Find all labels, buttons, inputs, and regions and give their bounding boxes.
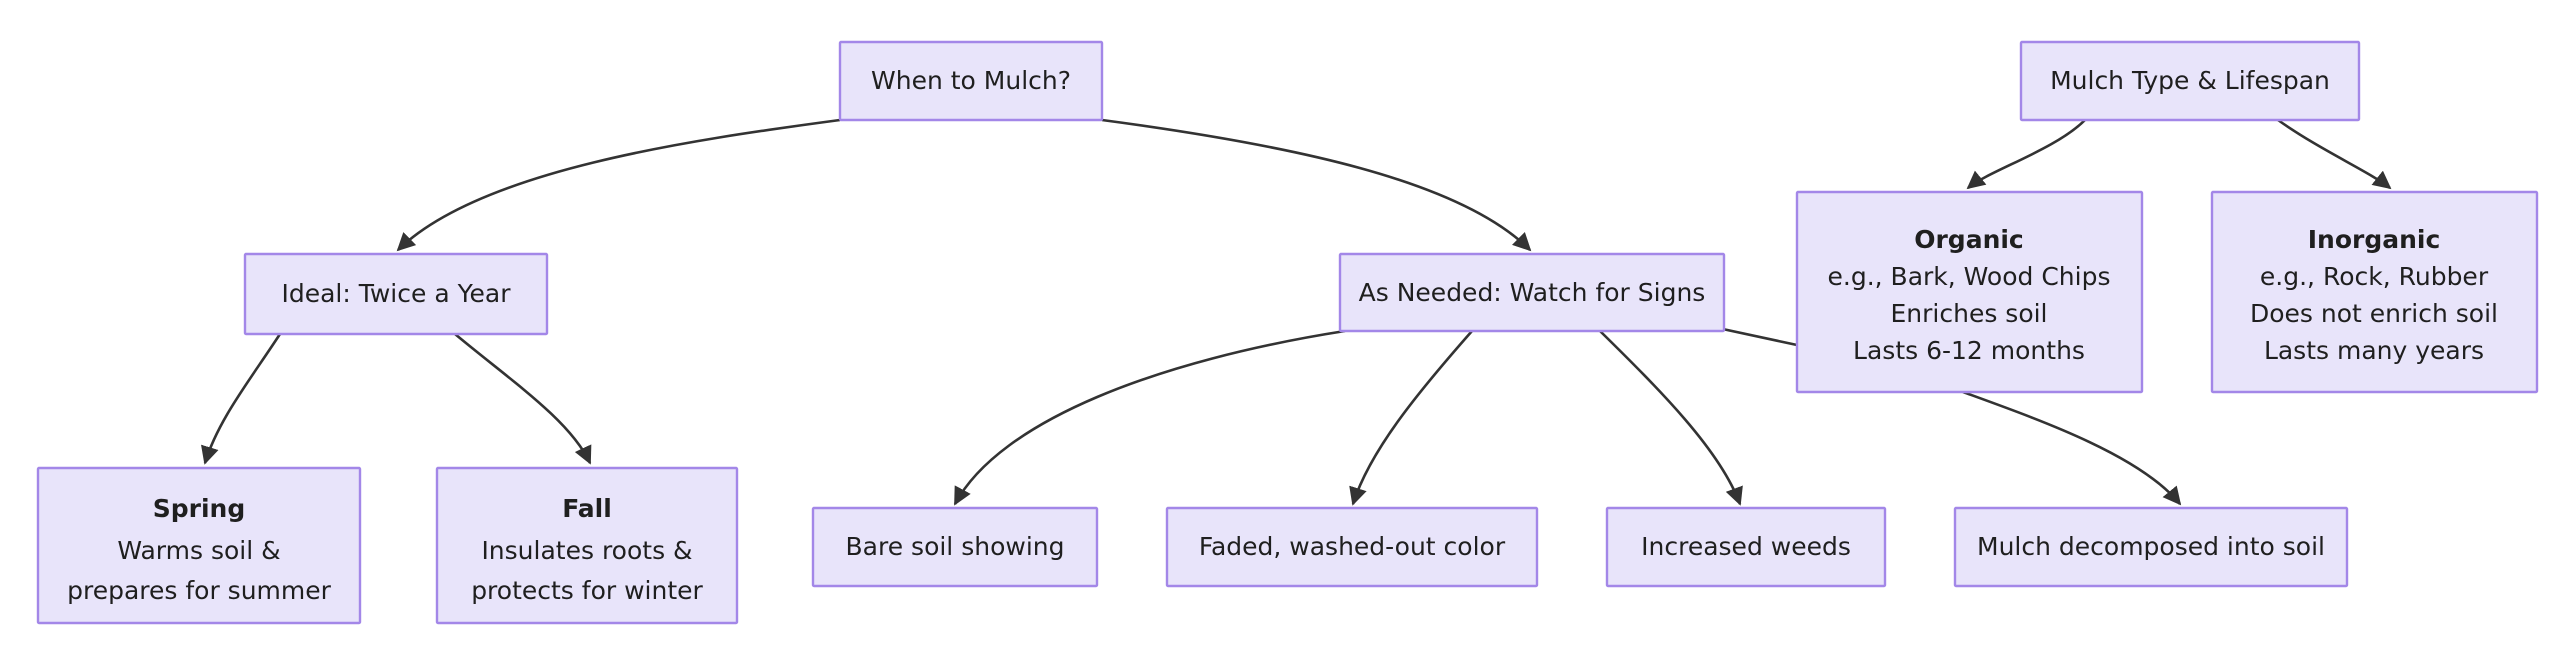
node-organic-line-3: Lasts 6-12 months	[1853, 336, 2085, 365]
node-inorganic-line-1: e.g., Rock, Rubber	[2260, 262, 2489, 291]
node-increased-weeds[interactable]: Increased weeds	[1605, 506, 1887, 588]
node-fall[interactable]: Fall Insulates roots & protects for wint…	[435, 466, 739, 625]
edge-as-needed-to-bare-soil	[953, 329, 1346, 506]
node-increased-weeds-line-0: Increased weeds	[1641, 532, 1851, 561]
node-layer: When to Mulch? Mulch Type & Lifespan Ide…	[36, 40, 2539, 625]
node-ideal-twice-a-year[interactable]: Ideal: Twice a Year	[243, 252, 549, 336]
node-inorganic[interactable]: Inorganic e.g., Rock, Rubber Does not en…	[2210, 190, 2539, 394]
node-when-to-mulch-line-0: When to Mulch?	[871, 66, 1071, 95]
edge-ideal-to-spring	[201, 333, 282, 465]
node-mulch-decomposed[interactable]: Mulch decomposed into soil	[1953, 506, 2349, 588]
node-as-needed-line-0: As Needed: Watch for Signs	[1359, 278, 1706, 307]
node-faded-color-line-0: Faded, washed-out color	[1199, 532, 1506, 561]
node-spring-line-2: prepares for summer	[67, 576, 332, 605]
node-inorganic-line-2: Does not enrich soil	[2250, 299, 2498, 328]
node-organic-line-0: Organic	[1914, 225, 2024, 254]
node-fall-line-2: protects for winter	[471, 576, 703, 605]
node-organic[interactable]: Organic e.g., Bark, Wood Chips Enriches …	[1795, 190, 2144, 394]
node-ideal-twice-a-year-line-0: Ideal: Twice a Year	[281, 279, 511, 308]
node-mulch-decomposed-line-0: Mulch decomposed into soil	[1977, 532, 2325, 561]
node-mulch-type-line-0: Mulch Type & Lifespan	[2050, 66, 2330, 95]
node-inorganic-line-3: Lasts many years	[2264, 336, 2484, 365]
edge-organic-to-decomposed	[1962, 390, 2182, 506]
edge-mulch-type-to-organic	[1966, 119, 2086, 190]
node-spring-line-0: Spring	[153, 494, 246, 523]
edge-when-to-mulch-to-as-needed	[1101, 118, 1532, 252]
node-faded-color[interactable]: Faded, washed-out color	[1165, 506, 1539, 588]
node-mulch-type[interactable]: Mulch Type & Lifespan	[2019, 40, 2361, 122]
edge-as-needed-to-faded-color	[1349, 330, 1473, 506]
edge-ideal-to-fall	[454, 333, 592, 465]
node-fall-line-0: Fall	[562, 494, 612, 523]
edge-mulch-type-to-inorganic	[2277, 118, 2392, 190]
edge-layer	[201, 118, 2392, 506]
node-organic-line-2: Enriches soil	[1890, 299, 2047, 328]
node-bare-soil-showing-line-0: Bare soil showing	[846, 532, 1065, 561]
edge-as-needed-to-increased-weeds	[1599, 330, 1743, 506]
node-when-to-mulch[interactable]: When to Mulch?	[838, 40, 1104, 122]
node-inorganic-line-0: Inorganic	[2308, 225, 2441, 254]
node-as-needed[interactable]: As Needed: Watch for Signs	[1338, 252, 1726, 333]
node-spring[interactable]: Spring Warms soil & prepares for summer	[36, 466, 362, 625]
edge-as-needed-to-organic	[1717, 326, 1798, 347]
node-organic-line-1: e.g., Bark, Wood Chips	[1828, 262, 2111, 291]
node-bare-soil-showing[interactable]: Bare soil showing	[811, 506, 1099, 588]
edge-when-to-mulch-to-ideal	[396, 118, 841, 252]
node-fall-line-1: Insulates roots &	[481, 536, 692, 565]
node-spring-line-1: Warms soil &	[117, 536, 280, 565]
